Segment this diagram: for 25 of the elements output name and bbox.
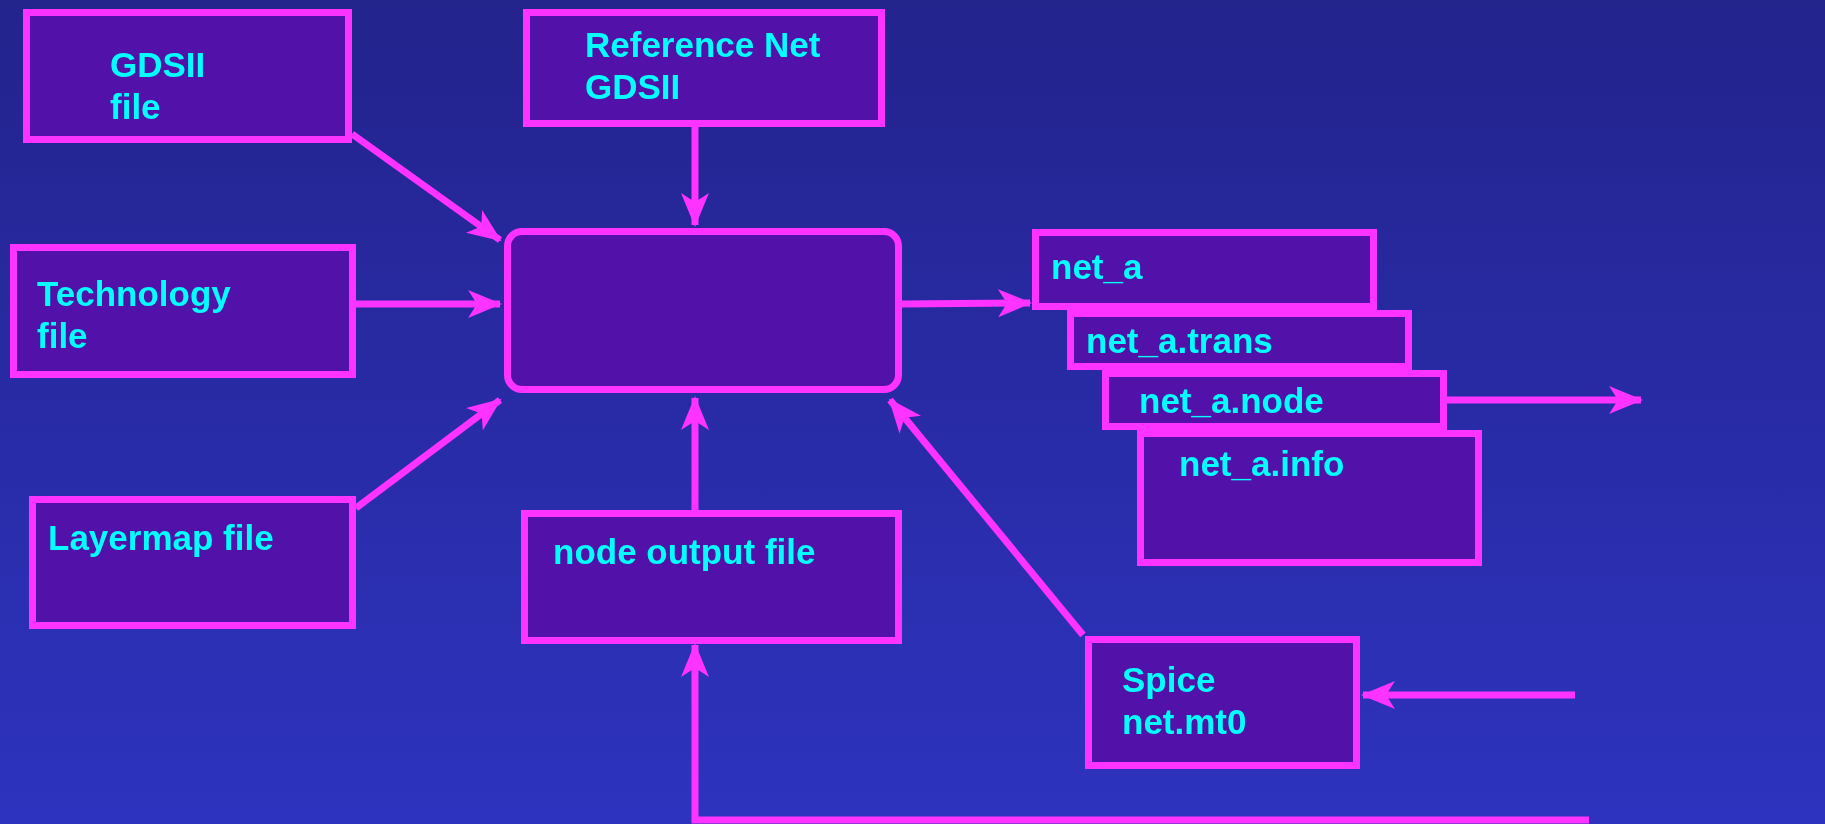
arrow [1447, 386, 1643, 414]
file-box [521, 510, 902, 644]
arrow [887, 397, 1086, 638]
arrow [356, 290, 502, 318]
file-label: Reference Net GDSII [585, 24, 822, 108]
file-label: Layermap file [48, 517, 275, 559]
file-box [23, 9, 352, 143]
file-label: net_a [1051, 246, 1144, 288]
file-box [29, 496, 356, 629]
file-label: net_a.trans [1086, 320, 1274, 362]
file-label: Technology file [37, 273, 232, 357]
file-label: GDSII file [110, 44, 207, 128]
arrow [901, 289, 1032, 318]
file-box [10, 244, 356, 378]
file-label: net_a.info [1179, 443, 1346, 485]
file-box [1137, 430, 1482, 566]
arrow [681, 396, 709, 510]
file-label: Spice net.mt0 [1122, 659, 1248, 743]
file-box [1032, 229, 1377, 310]
process-box [504, 228, 902, 393]
file-label: node output file [553, 531, 817, 573]
file-box [1085, 636, 1360, 769]
arrow [681, 127, 709, 227]
file-label: net_a.node [1139, 380, 1325, 422]
file-box [523, 9, 885, 127]
